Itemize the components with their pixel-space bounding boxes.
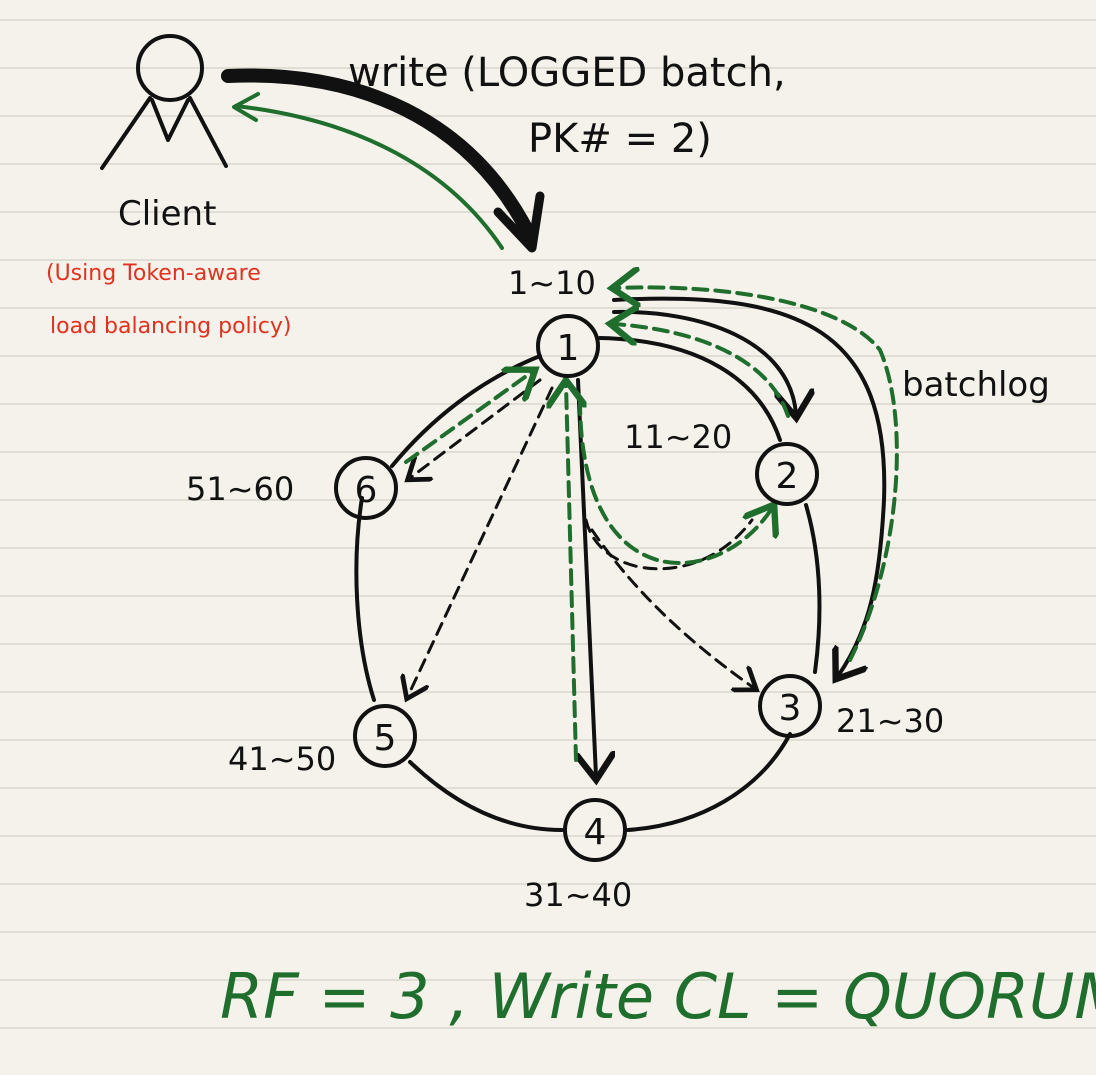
node-3: 3 xyxy=(758,674,822,738)
write-1-to-5 xyxy=(408,386,554,696)
node-4: 4 xyxy=(563,798,627,862)
request-label-line1: write (LOGGED batch, xyxy=(348,50,786,96)
client-response-arrowhead xyxy=(232,92,260,122)
node-1-id: 1 xyxy=(557,328,580,369)
write-1-to-4 xyxy=(578,378,596,776)
write-1-to-3 xyxy=(590,528,754,688)
ack-6-to-1 xyxy=(404,372,532,464)
node-1-range: 1~10 xyxy=(508,264,596,302)
node-2-id: 2 xyxy=(776,456,799,497)
node-5-range: 41~50 xyxy=(228,740,336,778)
batchlog-1-to-2 xyxy=(612,309,796,414)
client-note-line1: (Using Token-aware xyxy=(46,261,261,286)
node-6-id: 6 xyxy=(355,470,378,511)
node-3-range: 21~30 xyxy=(836,702,944,740)
node-2: 2 xyxy=(755,442,819,506)
node-5-id: 5 xyxy=(374,718,397,759)
node-5: 5 xyxy=(353,704,417,768)
client-figure-icon xyxy=(100,34,228,170)
ack-3-to-1 xyxy=(616,287,899,662)
node-3-id: 3 xyxy=(779,688,802,729)
node-6: 6 xyxy=(334,456,398,520)
footer-config: RF = 3 , Write CL = QUORUM xyxy=(220,960,1096,1033)
node-4-id: 4 xyxy=(584,812,607,853)
write-1-to-2-curve xyxy=(584,518,754,571)
node-2-range: 11~20 xyxy=(624,418,732,456)
client-response-arrow xyxy=(234,104,504,250)
notebook-rule-lines xyxy=(0,19,1096,1029)
batchlog-1-to-3 xyxy=(612,296,887,676)
ack-2-to-1 xyxy=(614,324,790,418)
client-write-arrow xyxy=(221,68,535,239)
node-6-range: 51~60 xyxy=(186,470,294,508)
client-write-arrowhead xyxy=(493,191,545,253)
client-note-line2: load balancing policy) xyxy=(50,314,291,339)
request-label-line2: PK# = 2) xyxy=(528,116,712,162)
batchlog-label: batchlog xyxy=(902,365,1050,405)
node-1: 1 xyxy=(536,314,600,378)
token-ring xyxy=(354,336,822,832)
ack-2-to-1-lower xyxy=(578,398,772,565)
node-4-range: 31~40 xyxy=(524,876,632,914)
ack-4-to-1 xyxy=(566,384,576,762)
write-1-to-6 xyxy=(410,378,542,478)
client-label: Client xyxy=(118,194,216,234)
